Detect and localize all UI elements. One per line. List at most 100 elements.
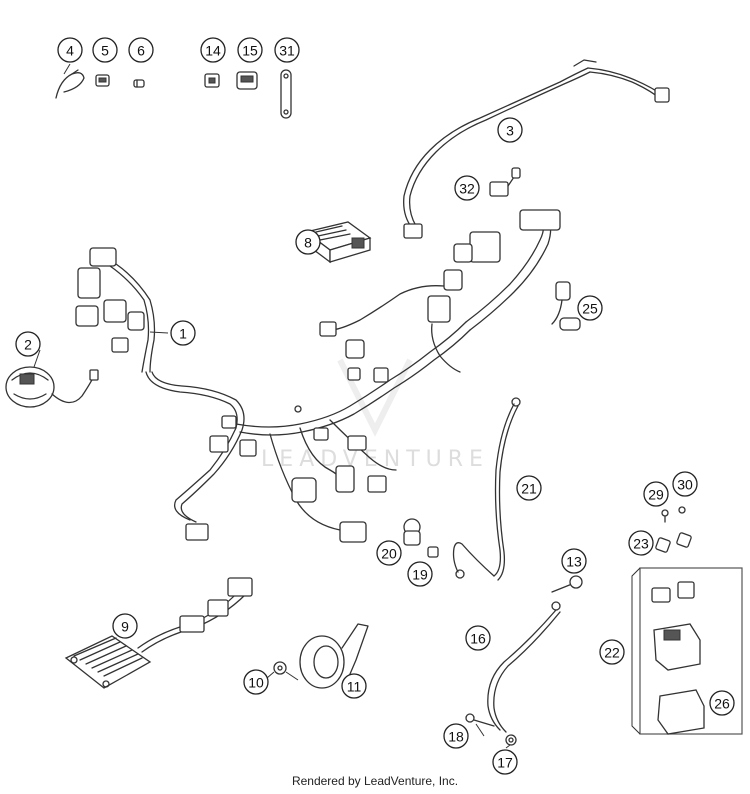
- callout-label: 32: [459, 181, 475, 197]
- part-cable-16[interactable]: [487, 601, 561, 733]
- callout-label: 21: [521, 481, 537, 497]
- callout-circle: [274, 37, 300, 63]
- callout-label: 19: [412, 567, 428, 583]
- callout-21[interactable]: 21: [516, 475, 542, 501]
- part-cable-tie[interactable]: [55, 69, 85, 99]
- part-bolt-13[interactable]: [551, 575, 583, 593]
- callout-10[interactable]: 10: [243, 669, 269, 695]
- part-nut-30[interactable]: [678, 506, 686, 514]
- callout-label: 1: [179, 326, 187, 342]
- callout-label: 6: [137, 43, 145, 59]
- callout-label: 4: [66, 43, 74, 59]
- callout-label: 22: [604, 645, 620, 661]
- callout-2[interactable]: 2: [15, 331, 41, 357]
- group-box-starter-relay: [631, 567, 743, 735]
- watermark-text: LEADVENTURE: [261, 447, 489, 472]
- part-sensor-2[interactable]: [5, 366, 99, 408]
- callout-9[interactable]: 9: [112, 613, 138, 639]
- part-regulator-9[interactable]: [64, 577, 253, 689]
- callout-label: 31: [279, 43, 295, 59]
- part-connector-15[interactable]: [236, 71, 258, 90]
- callout-circle: [407, 561, 433, 587]
- part-seal-23[interactable]: [655, 532, 692, 553]
- callout-4[interactable]: 4: [57, 37, 83, 63]
- callout-circle: [643, 481, 669, 507]
- callout-32[interactable]: 32: [454, 175, 480, 201]
- callout-25[interactable]: 25: [577, 295, 603, 321]
- callout-circle: [376, 540, 402, 566]
- part-connector-32[interactable]: [489, 167, 521, 197]
- callout-circle: [15, 331, 41, 357]
- callout-14[interactable]: 14: [200, 37, 226, 63]
- part-sensor-20[interactable]: [403, 518, 421, 546]
- callout-26[interactable]: 26: [709, 690, 735, 716]
- part-cover-26[interactable]: [657, 689, 705, 735]
- callout-circle: [200, 37, 226, 63]
- callout-3[interactable]: 3: [497, 117, 523, 143]
- callout-19[interactable]: 19: [407, 561, 433, 587]
- callout-circle: [170, 320, 196, 346]
- callout-label: 11: [347, 679, 362, 695]
- part-connector-14[interactable]: [204, 73, 220, 88]
- part-screw-18[interactable]: [465, 713, 495, 727]
- callout-11[interactable]: 11: [341, 673, 367, 699]
- callout-circle: [628, 530, 654, 556]
- callout-label: 17: [497, 755, 513, 771]
- callout-circle: [709, 690, 735, 716]
- callouts: 4 5 6 14 15 31 3 32 8 25 1 2 21 29 30 23 20 19 13 9 16 22 10 11…: [15, 37, 735, 775]
- callout-29[interactable]: 29: [643, 481, 669, 507]
- callout-label: 23: [633, 536, 649, 552]
- callout-circle: [561, 548, 587, 574]
- callout-18[interactable]: 18: [443, 723, 469, 749]
- part-cable-21[interactable]: [452, 397, 521, 581]
- callout-20[interactable]: 20: [376, 540, 402, 566]
- callout-label: 26: [714, 696, 730, 712]
- callout-8[interactable]: 8: [295, 229, 321, 255]
- callout-label: 29: [648, 487, 664, 503]
- part-main-harness-1[interactable]: [75, 209, 561, 543]
- part-relay-22[interactable]: [651, 581, 701, 671]
- callout-label: 8: [304, 235, 312, 251]
- part-harness-3[interactable]: [403, 59, 670, 239]
- callout-30[interactable]: 30: [672, 471, 698, 497]
- callout-circle: [497, 117, 523, 143]
- callout-1[interactable]: 1: [170, 320, 196, 346]
- part-horn-11[interactable]: [299, 623, 369, 689]
- callout-13[interactable]: 13: [561, 548, 587, 574]
- callout-circle: [57, 37, 83, 63]
- callout-23[interactable]: 23: [628, 530, 654, 556]
- callout-label: 18: [448, 729, 464, 745]
- callout-16[interactable]: 16: [465, 625, 491, 651]
- part-screw-29[interactable]: [661, 509, 669, 523]
- credit-text: Rendered by LeadVenture, Inc.: [291, 774, 459, 788]
- part-nut-19[interactable]: [427, 546, 439, 558]
- part-washer-17[interactable]: [505, 734, 517, 746]
- callout-circle: [672, 471, 698, 497]
- part-small-connector-5[interactable]: [95, 74, 110, 87]
- callout-17[interactable]: 17: [492, 749, 518, 775]
- callout-31[interactable]: 31: [274, 37, 300, 63]
- part-nut-10[interactable]: [273, 661, 287, 675]
- part-bulb-6[interactable]: [133, 79, 145, 88]
- callout-circle: [243, 669, 269, 695]
- callout-label: 10: [248, 675, 264, 691]
- callout-label: 25: [582, 301, 598, 317]
- callout-label: 13: [566, 554, 582, 570]
- callout-22[interactable]: 22: [599, 639, 625, 665]
- callout-5[interactable]: 5: [92, 37, 118, 63]
- callout-circle: [112, 613, 138, 639]
- callout-6[interactable]: 6: [128, 37, 154, 63]
- callout-label: 3: [506, 123, 514, 139]
- callout-label: 14: [205, 43, 221, 59]
- part-strap-31[interactable]: [280, 69, 292, 119]
- callout-circle: [237, 37, 263, 63]
- callout-circle: [577, 295, 603, 321]
- part-cable-25[interactable]: [551, 281, 581, 331]
- callout-label: 5: [101, 43, 109, 59]
- watermark-logo: [337, 358, 413, 437]
- callout-circle: [465, 625, 491, 651]
- callout-label: 15: [242, 43, 258, 59]
- callout-15[interactable]: 15: [237, 37, 263, 63]
- callout-circle: [516, 475, 542, 501]
- callout-label: 30: [677, 477, 693, 493]
